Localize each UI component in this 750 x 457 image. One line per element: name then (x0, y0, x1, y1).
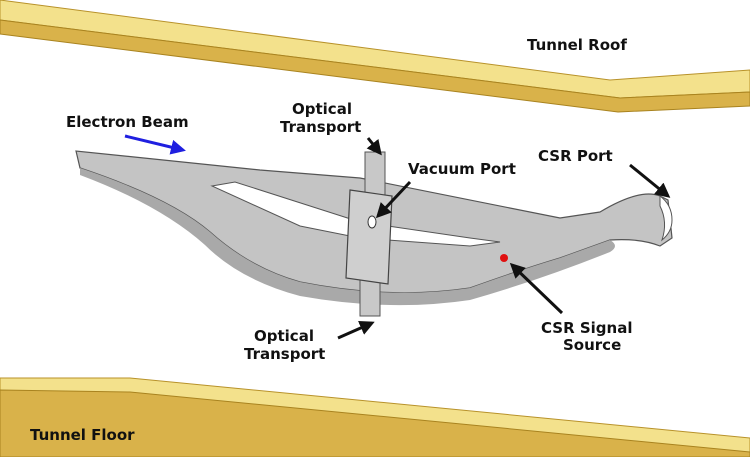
optical-transport-bottom-arrow (337, 320, 375, 340)
csr-signal-source-label-line2: Source (563, 336, 621, 354)
tunnel-floor-label: Tunnel Floor (30, 426, 135, 444)
vacuum-port-label: Vacuum Port (408, 160, 516, 178)
optical-transport-bottom-label-line2: Transport (244, 345, 325, 363)
optical-transport-top-label-line1: Optical (292, 100, 352, 118)
flange-plate (345, 189, 393, 285)
csr-port-mouth (659, 194, 673, 242)
optical-transport-top-tube (364, 151, 386, 199)
vacuum-port-hole (367, 215, 377, 229)
chamber-inner-slot (210, 181, 501, 247)
csr-port-label: CSR Port (538, 147, 613, 165)
tunnel-floor-slab (0, 377, 750, 457)
optical-transport-top-arrow (366, 137, 382, 156)
roof-slab-edge (0, 19, 750, 113)
electron-beam-label: Electron Beam (66, 113, 189, 131)
csr-signal-source-label-line1: CSR Signal (541, 319, 633, 337)
roof-slab-top (0, 0, 750, 99)
vacuum-port-arrow (375, 180, 412, 219)
floor-slab-edge (0, 389, 750, 457)
optical-transport-bottom-label-line1: Optical (254, 327, 314, 345)
tunnel-roof-label: Tunnel Roof (527, 36, 627, 54)
csr-signal-source-dot (500, 254, 508, 262)
csr-port-arrow (629, 163, 671, 198)
electron-beam-arrow (124, 134, 186, 155)
csr-signal-source-arrow (509, 262, 564, 315)
tunnel-roof-slab (0, 0, 750, 113)
optical-transport-top-label-line2: Transport (280, 118, 361, 136)
